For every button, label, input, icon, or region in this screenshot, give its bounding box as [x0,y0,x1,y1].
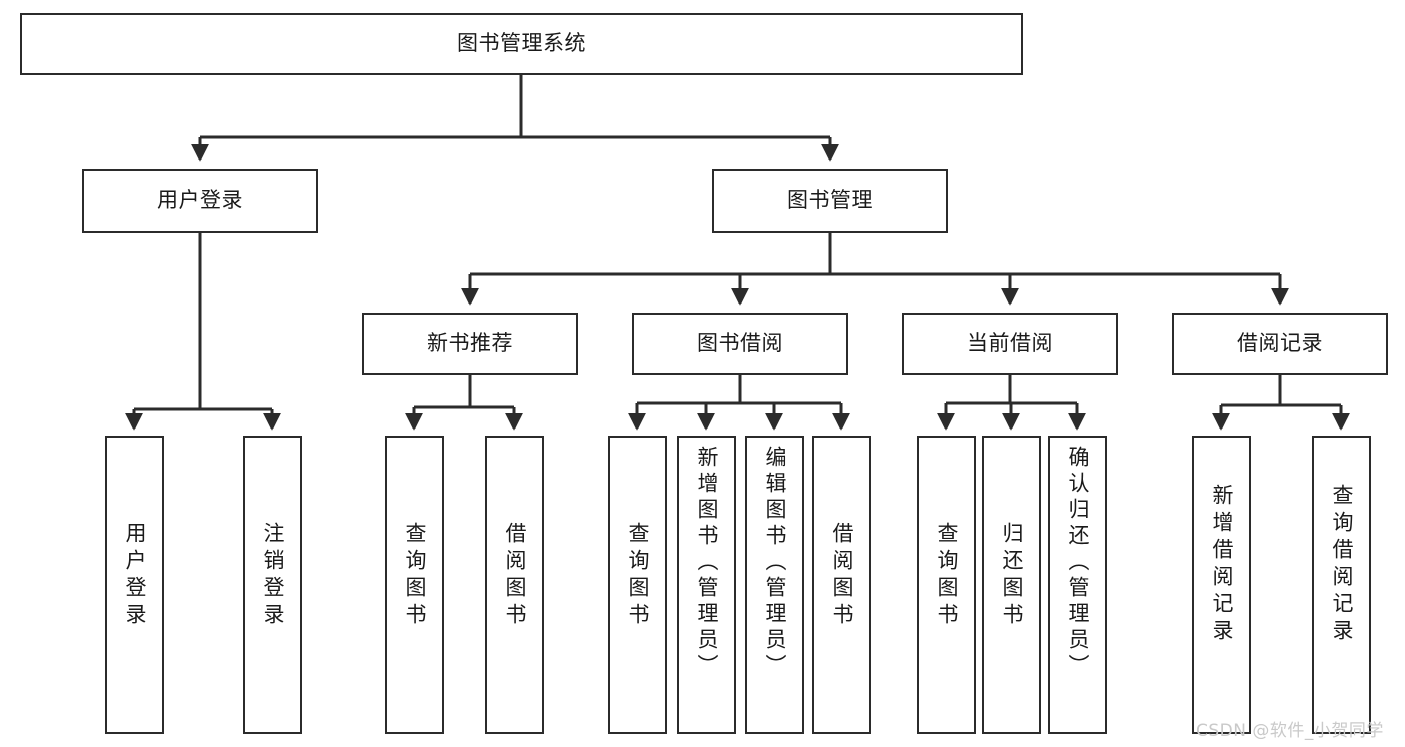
node-leaf-edit-book-admin[interactable]: 编辑图书（管理员） [745,436,804,734]
node-label: 新书推荐 [427,331,513,356]
node-label: 图书管理系统 [457,31,586,56]
node-label: 查询图书 [935,522,959,630]
node-level1-user-login[interactable]: 用户登录 [82,169,318,233]
node-label: 当前借阅 [967,331,1053,356]
node-label: 借阅图书 [503,522,527,630]
node-leaf-add-borrow-record[interactable]: 新增借阅记录 [1192,436,1251,734]
csdn-watermark: CSDN @软件_小贺同学 [1196,721,1384,741]
node-level2-borrow-record[interactable]: 借阅记录 [1172,313,1388,375]
node-leaf-query-book-2[interactable]: 查询图书 [608,436,667,734]
node-leaf-confirm-return-admin[interactable]: 确认归还（管理员） [1048,436,1107,734]
node-level1-book-management[interactable]: 图书管理 [712,169,948,233]
node-label: 图书借阅 [697,331,783,356]
node-leaf-user-login[interactable]: 用户登录 [105,436,164,734]
node-level2-new-book-recommend[interactable]: 新书推荐 [362,313,578,375]
node-leaf-query-book-3[interactable]: 查询图书 [917,436,976,734]
node-label: 用户登录 [123,522,147,630]
node-label: 用户登录 [157,188,243,213]
node-leaf-query-book-1[interactable]: 查询图书 [385,436,444,734]
node-label: 编辑图书（管理员） [763,446,787,680]
node-label: 确认归还（管理员） [1066,446,1090,680]
node-leaf-borrow-book-1[interactable]: 借阅图书 [485,436,544,734]
node-label: 查询借阅记录 [1330,484,1354,646]
node-label: 新增借阅记录 [1210,484,1234,646]
node-level2-current-borrow[interactable]: 当前借阅 [902,313,1118,375]
node-leaf-logout-login[interactable]: 注销登录 [243,436,302,734]
node-label: 查询图书 [626,522,650,630]
node-label: 查询图书 [403,522,427,630]
node-leaf-add-book-admin[interactable]: 新增图书（管理员） [677,436,736,734]
node-root[interactable]: 图书管理系统 [20,13,1023,75]
node-leaf-return-book[interactable]: 归还图书 [982,436,1041,734]
node-leaf-query-borrow-record[interactable]: 查询借阅记录 [1312,436,1371,734]
node-label: 借阅记录 [1237,331,1323,356]
node-leaf-borrow-book-2[interactable]: 借阅图书 [812,436,871,734]
node-label: 注销登录 [261,522,285,630]
node-label: 图书管理 [787,188,873,213]
node-level2-book-borrow[interactable]: 图书借阅 [632,313,848,375]
node-label: 归还图书 [1000,522,1024,630]
node-label: 借阅图书 [830,522,854,630]
node-label: 新增图书（管理员） [695,446,719,680]
